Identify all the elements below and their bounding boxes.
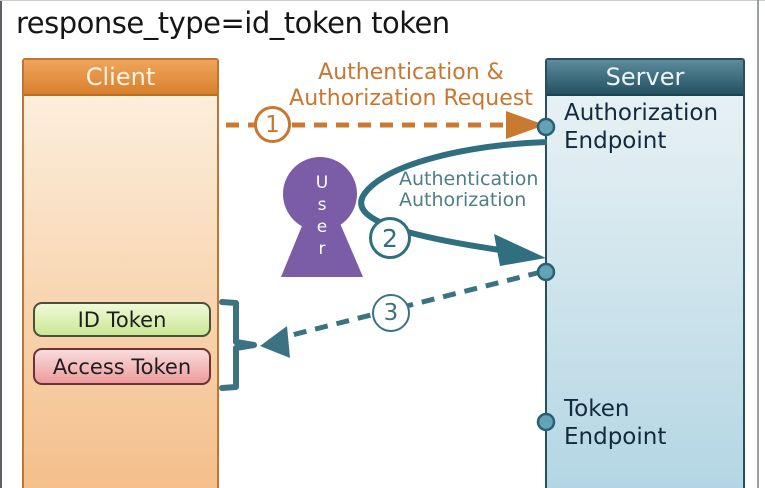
page-title: response_type=id_token token bbox=[16, 6, 450, 40]
user-icon-label: U s e r bbox=[315, 173, 329, 259]
step-3-badge: 3 bbox=[372, 294, 410, 332]
screenshot-right-edge bbox=[757, 0, 759, 488]
step-2-number: 2 bbox=[382, 223, 398, 253]
id-token-chip: ID Token bbox=[33, 302, 211, 337]
step-1-number: 1 bbox=[265, 111, 280, 138]
client-body bbox=[24, 96, 217, 488]
access-token-label: Access Token bbox=[52, 354, 192, 379]
screenshot-left-edge bbox=[0, 0, 2, 488]
step-3-number: 3 bbox=[383, 300, 399, 326]
server-body bbox=[547, 96, 743, 488]
server-box: Server bbox=[545, 58, 745, 488]
screenshot-top-edge bbox=[0, 0, 765, 1]
access-token-chip: Access Token bbox=[33, 348, 211, 385]
authorization-endpoint-label: Authorization Endpoint bbox=[564, 100, 719, 154]
server-header: Server bbox=[547, 60, 743, 96]
authentication-authorization-label: Authentication Authorization bbox=[399, 168, 539, 211]
client-box: Client bbox=[22, 58, 219, 488]
id-token-label: ID Token bbox=[77, 307, 167, 332]
authorization-request-label: Authentication & Authorization Request bbox=[289, 60, 533, 111]
token-group-brace bbox=[219, 299, 257, 391]
step-1-badge: 1 bbox=[254, 106, 291, 143]
client-header: Client bbox=[24, 60, 217, 96]
token-endpoint-label: Token Endpoint bbox=[564, 396, 667, 450]
step-2-badge: 2 bbox=[369, 217, 411, 259]
